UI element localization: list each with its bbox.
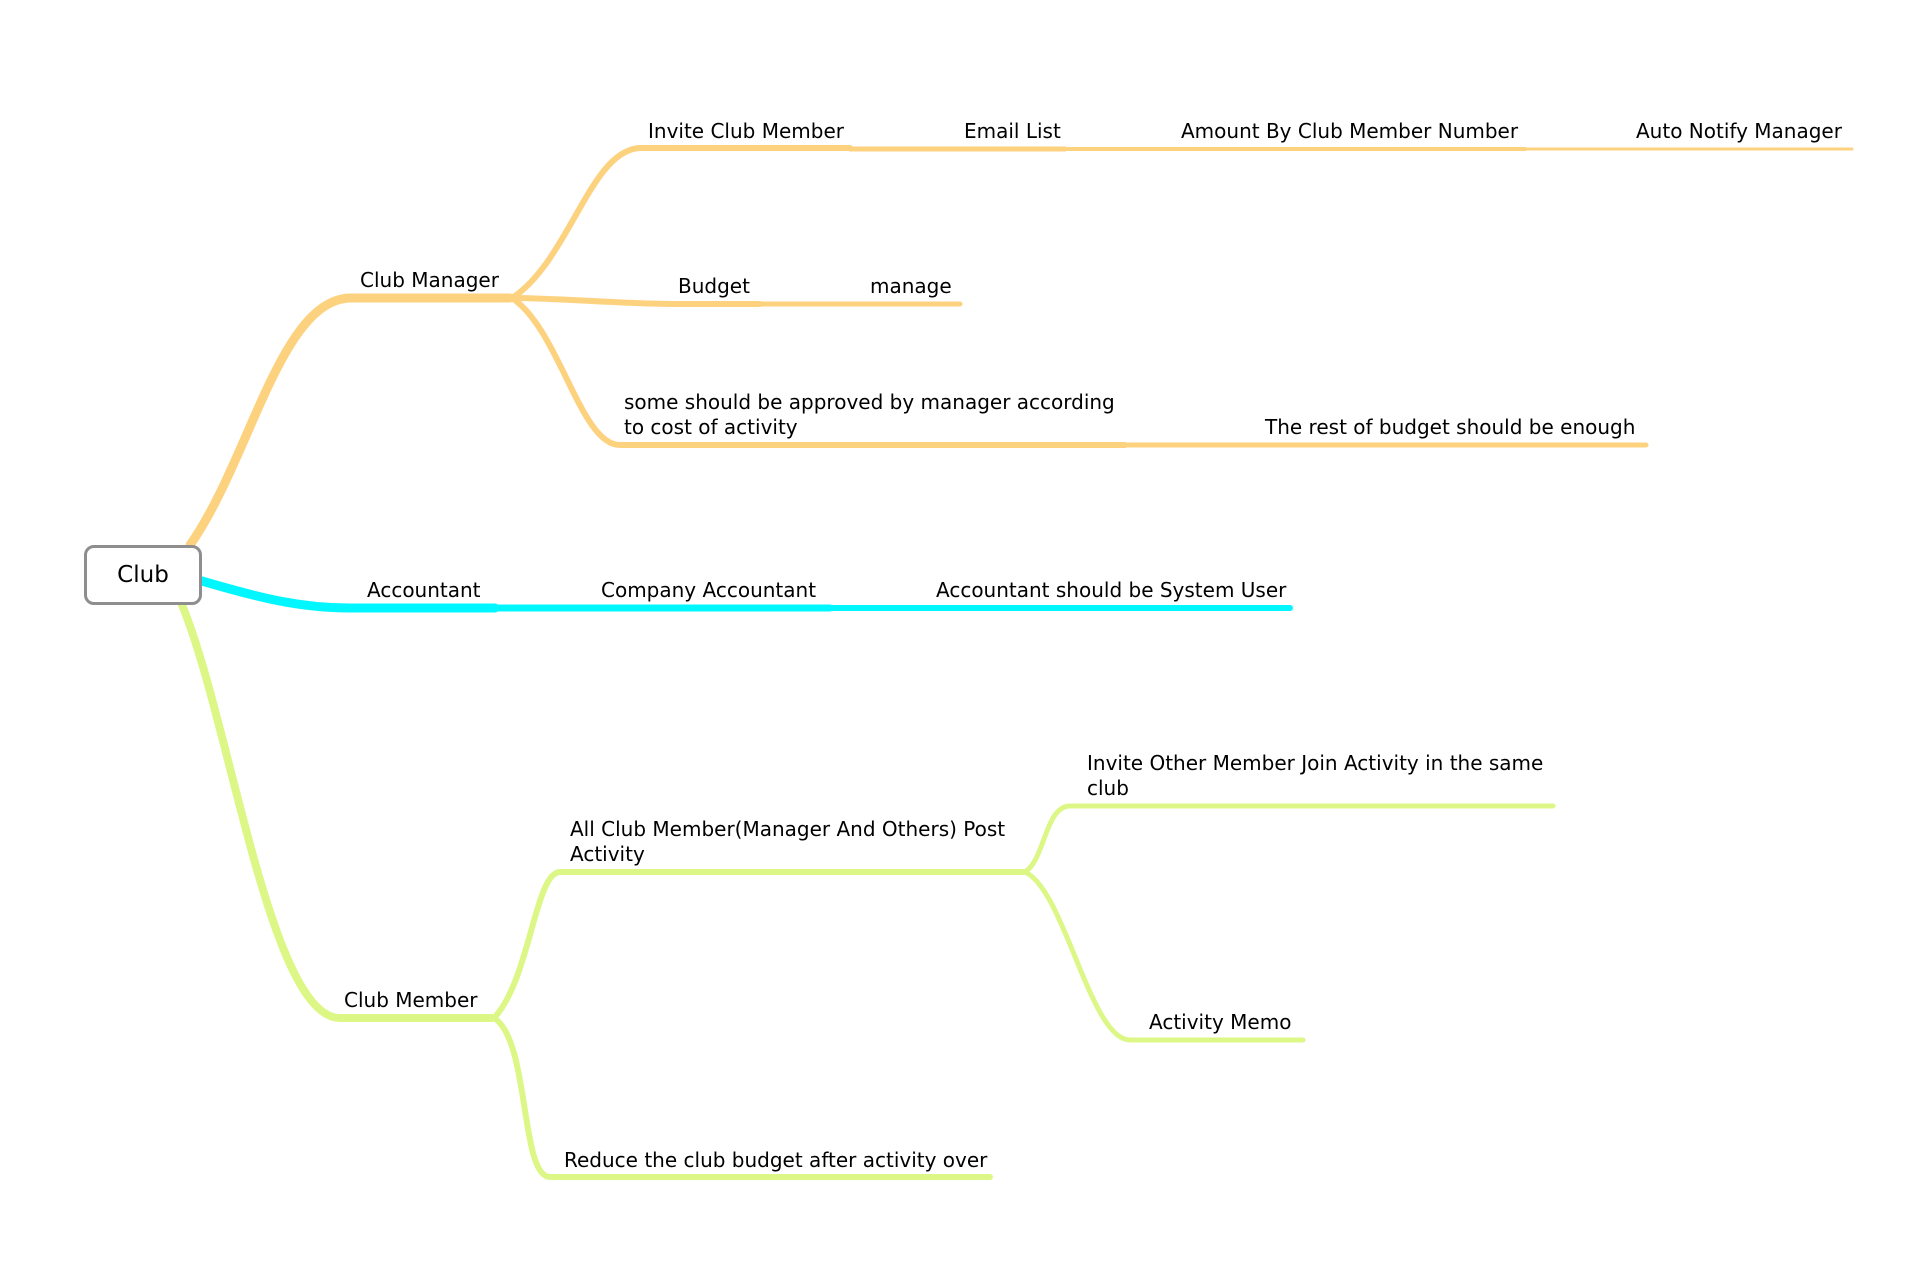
- accountant-branch: [197, 576, 1293, 613]
- node-company-accountant[interactable]: Company Accountant: [601, 578, 817, 602]
- connector-club-manager-to-invite-club-member: [509, 145, 853, 301]
- root-node-label: Club: [117, 562, 169, 588]
- node-approval-rule-line-1: some should be approved by manager accor…: [624, 390, 1115, 414]
- node-post-activity[interactable]: All Club Member(Manager And Others) Post…: [570, 817, 1005, 867]
- node-post-activity-line-1: All Club Member(Manager And Others) Post: [570, 817, 1006, 841]
- connector-post-activity-to-activity-memo: [1022, 869, 1306, 1043]
- node-email-list[interactable]: Email List: [964, 119, 1061, 143]
- node-manage[interactable]: manage: [870, 274, 952, 298]
- club-manager-branch: [185, 145, 1854, 550]
- connector-club-manager-to-approval: [509, 295, 1128, 448]
- connector-post-activity-to-invite-other: [1022, 803, 1556, 875]
- node-accountant[interactable]: Accountant: [367, 578, 481, 602]
- connector-root-to-club-member: [178, 601, 496, 1022]
- node-approval-rule-line-2: to cost of activity: [624, 415, 798, 439]
- connector-club-manager-to-budget: [509, 295, 763, 307]
- node-club-member[interactable]: Club Member: [344, 988, 478, 1012]
- node-invite-other-member-line-1: Invite Other Member Join Activity in the…: [1087, 751, 1544, 775]
- node-invite-other-member-line-2: club: [1087, 776, 1129, 800]
- node-auto-notify-manager[interactable]: Auto Notify Manager: [1636, 119, 1842, 143]
- node-club-manager[interactable]: Club Manager: [360, 268, 499, 292]
- connector-club-member-to-reduce-budget: [491, 1015, 993, 1180]
- club-member-branch: [178, 601, 1556, 1180]
- node-activity-memo[interactable]: Activity Memo: [1149, 1010, 1292, 1034]
- node-post-activity-line-2: Activity: [570, 842, 645, 866]
- node-approval-rule[interactable]: some should be approved by manager accor…: [624, 390, 1115, 440]
- node-budget[interactable]: Budget: [678, 274, 750, 298]
- connector-root-to-accountant: [197, 576, 500, 613]
- connector-root-to-club-manager: [185, 293, 515, 550]
- node-accountant-system-user[interactable]: Accountant should be System User: [936, 578, 1287, 602]
- node-rest-of-budget[interactable]: The rest of budget should be enough: [1265, 415, 1636, 439]
- node-amount-by-club-member-number[interactable]: Amount By Club Member Number: [1181, 119, 1519, 143]
- node-reduce-club-budget[interactable]: Reduce the club budget after activity ov…: [564, 1148, 988, 1172]
- node-invite-other-member[interactable]: Invite Other Member Join Activity in the…: [1087, 751, 1543, 801]
- connector-club-member-to-post-activity: [491, 869, 1028, 1021]
- root-node-club[interactable]: Club: [84, 545, 202, 605]
- node-invite-club-member[interactable]: Invite Club Member: [648, 119, 844, 143]
